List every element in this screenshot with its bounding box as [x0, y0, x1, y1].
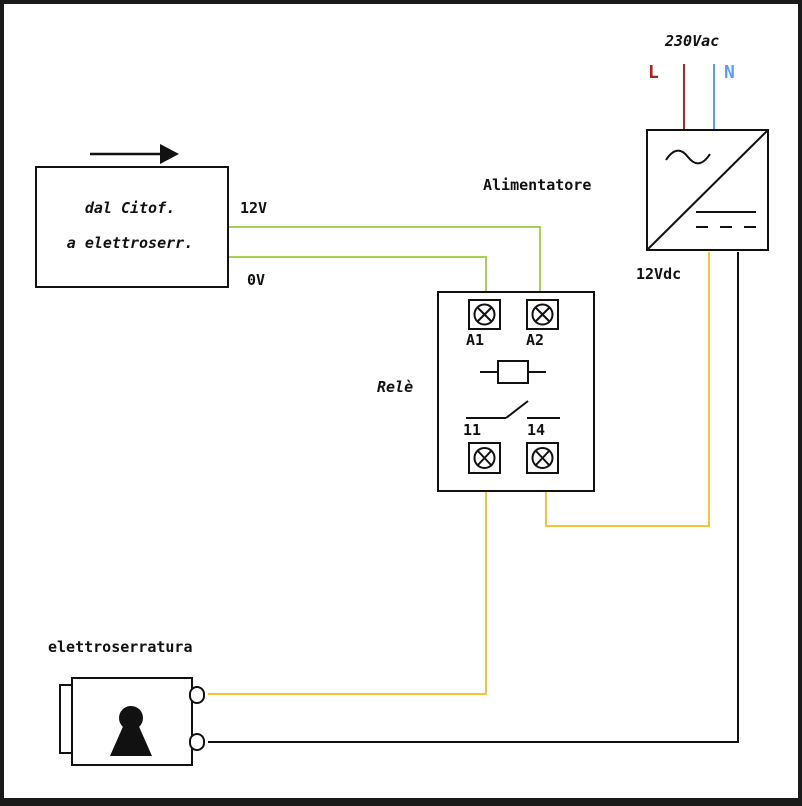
return-wire	[208, 252, 739, 743]
direction-arrow-icon	[160, 144, 179, 164]
label-0v: 0V	[247, 271, 265, 289]
relay-box	[437, 291, 595, 492]
dc-wire-to-14	[545, 252, 710, 527]
power-supply-diagonal	[646, 129, 769, 251]
terminal-a1-icon	[468, 299, 501, 330]
label-neutral: N	[724, 62, 735, 83]
label-a2: A2	[526, 331, 544, 349]
label-230vac: 230Vac	[664, 32, 719, 50]
label-power-supply: Alimentatore	[483, 176, 591, 194]
intercom-box	[35, 166, 229, 288]
signal-wire-12v	[228, 226, 541, 300]
label-relay: Relè	[377, 378, 413, 396]
signal-wire-0v	[228, 256, 487, 300]
label-14: 14	[527, 421, 545, 439]
terminal-a2-icon	[526, 299, 559, 330]
label-electric-lock: elettroserratura	[48, 638, 193, 656]
terminal-14-icon	[526, 442, 559, 474]
label-a1: A1	[466, 331, 484, 349]
lock-terminal-bottom-icon	[189, 733, 205, 751]
lock-terminal-top-icon	[189, 686, 205, 704]
relay-contact-icon	[466, 400, 560, 419]
intercom-label-line2: a elettroserr.	[67, 234, 193, 252]
ac-symbol-icon	[665, 149, 711, 165]
label-12v: 12V	[240, 199, 267, 217]
label-11: 11	[463, 421, 481, 439]
label-12vdc: 12Vdc	[636, 265, 681, 283]
keyhole-icon	[110, 706, 152, 756]
terminal-11-icon	[468, 442, 501, 474]
dc-wire-to-lock	[208, 474, 487, 695]
intercom-label-line1: dal Citof.	[85, 199, 175, 217]
relay-coil-icon	[480, 360, 546, 384]
label-line: L	[648, 62, 659, 83]
